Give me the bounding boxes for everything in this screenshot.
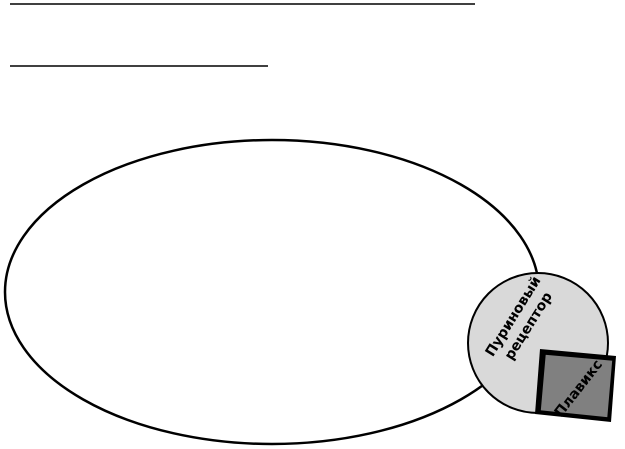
cell-ellipse (3, 138, 541, 446)
drug-block: Плавикс (535, 349, 616, 422)
drug-square (539, 353, 614, 419)
